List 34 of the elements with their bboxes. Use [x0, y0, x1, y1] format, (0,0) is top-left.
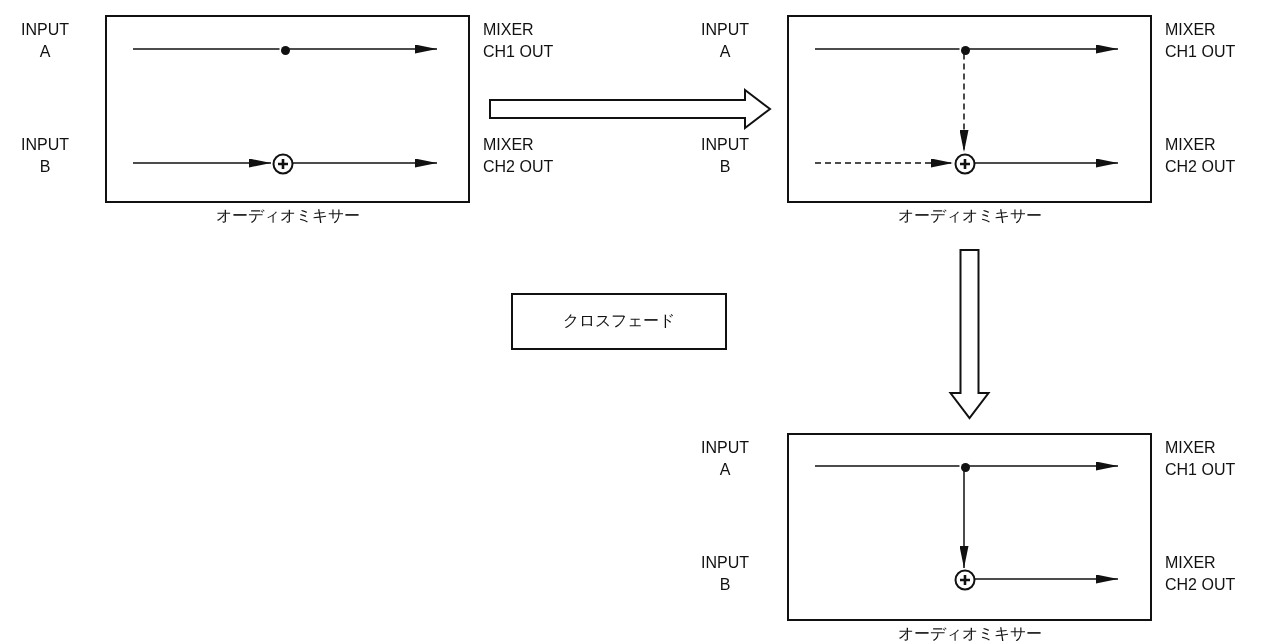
output-label: MIXER CH1 OUT — [1165, 438, 1237, 480]
signal-arrow — [959, 469, 969, 569]
panel-caption: オーディオミキサー — [215, 206, 360, 226]
output-label: MIXER CH2 OUT — [1165, 135, 1237, 177]
label-box: クロスフェード — [511, 293, 727, 350]
block-arrow — [948, 249, 991, 420]
input-label: INPUT A — [700, 438, 750, 480]
output-label: MIXER CH2 OUT — [483, 135, 555, 177]
summing-junction — [954, 153, 976, 175]
panel-caption: オーディオミキサー — [897, 206, 1042, 226]
block-arrow — [489, 88, 772, 130]
input-label: INPUT B — [20, 135, 70, 177]
output-label: MIXER CH2 OUT — [1165, 553, 1237, 595]
signal-arrow — [292, 158, 438, 168]
panel-caption: オーディオミキサー — [897, 624, 1042, 641]
input-label: INPUT A — [700, 20, 750, 62]
summing-junction — [272, 153, 294, 175]
input-label: INPUT B — [700, 553, 750, 595]
signal-arrow — [967, 461, 1119, 471]
junction-dot — [960, 462, 970, 472]
signal-arrow — [287, 44, 438, 54]
junction-dot — [960, 45, 970, 55]
junction-dot — [280, 45, 290, 55]
signal-arrow — [814, 158, 954, 168]
input-label: INPUT A — [20, 20, 70, 62]
input-label: INPUT B — [700, 135, 750, 177]
signal-arrow — [974, 158, 1119, 168]
summing-junction — [954, 569, 976, 591]
output-label: MIXER CH1 OUT — [1165, 20, 1237, 62]
output-label: MIXER CH1 OUT — [483, 20, 555, 62]
signal-arrow — [974, 574, 1119, 584]
signal-arrow — [967, 44, 1119, 54]
signal-arrow — [132, 158, 272, 168]
signal-arrow — [959, 52, 969, 153]
